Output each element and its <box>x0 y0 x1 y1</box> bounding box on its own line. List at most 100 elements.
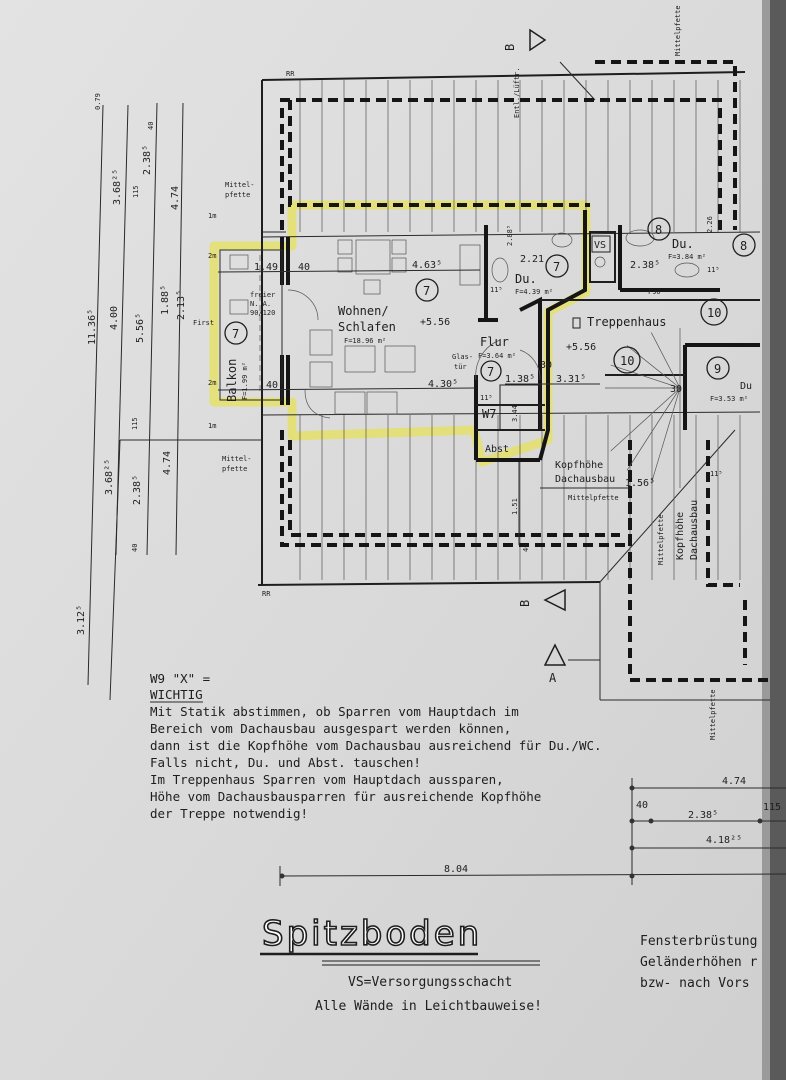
room-area-balkon: F=1.99 m² <box>241 362 249 400</box>
room-number-circle <box>545 254 569 278</box>
dim-text: 3.68²⁵ <box>112 169 123 205</box>
room-name-du9: Du <box>740 381 752 392</box>
mittelpfette-label: Mittelpfette <box>568 494 619 502</box>
plan-dimensions: 1.49 40 40 4.63⁵ 4.30⁵ 2.88⁵ 2.21 11⁵ 1.… <box>208 212 723 552</box>
dim-text: 2.38⁵ <box>142 145 153 175</box>
window-label-2: N. A. <box>250 300 271 308</box>
legend-line-2: Alle Wände in Leichtbauweise! <box>315 999 542 1014</box>
stair-tread <box>610 387 681 452</box>
dim-text: 115 <box>763 802 781 813</box>
dim-text: 40 <box>298 262 310 273</box>
dim-text: 1m <box>208 422 216 430</box>
entl-label: Entl./Lüftr. <box>513 67 521 118</box>
door-label-2: tür <box>454 363 467 371</box>
room-number-circle <box>480 360 502 382</box>
rr-label-2: RR <box>262 590 271 598</box>
room-name-treppenhaus: Treppenhaus <box>587 315 666 329</box>
dim-text: 30 <box>540 360 552 371</box>
room-number-balkon: 7 <box>232 327 239 341</box>
side-note-line-3: bzw- nach Vors <box>640 976 750 991</box>
dim-text: 40 <box>266 380 278 391</box>
mittelpfette-d: pfette <box>222 465 247 473</box>
stair-tread <box>650 387 681 484</box>
balcony-outline <box>219 249 283 401</box>
mittelpfette-a: Mittel- <box>225 181 255 189</box>
side-note-line-1: Fensterbrüstung <box>640 934 757 949</box>
room-name-balkon: Balkon <box>225 359 239 402</box>
section-arrow-b-top <box>529 28 547 52</box>
dim-text: 2.21 <box>520 254 544 265</box>
section-arrow-b-bottom <box>543 588 566 612</box>
kopfhoehe-label-3: Kopfhöhe <box>675 512 686 560</box>
legend-line-1: VS=Versorgungsschacht <box>348 975 512 990</box>
note-line: Im Treppenhaus Sparren vom Hauptdach aus… <box>150 772 504 787</box>
note-line: dann ist die Kopfhöhe vom Dachausbau aus… <box>150 738 602 753</box>
rr-label: RR <box>286 70 295 78</box>
room-number-circle <box>732 233 756 257</box>
room-number-circle <box>224 321 248 345</box>
side-note-line-2: Geländerhöhen r <box>640 955 758 970</box>
stair-tread <box>626 345 681 389</box>
mittelpfette-label-2: Mittelpfette <box>657 514 665 565</box>
room-labels: Wohnen/ Schlafen F=18.96 m² +5.56 7 Balk… <box>193 5 756 740</box>
room-name-schlafen: Schlafen <box>338 320 396 334</box>
dim-text: 4.30⁵ <box>428 379 458 390</box>
room-number-treppenhaus: 10 <box>707 306 721 320</box>
room-name-du7: Du. <box>515 272 537 286</box>
dim-text: 4.74 <box>162 451 173 475</box>
dim-text: 4.18²⁵ <box>706 835 742 846</box>
room-number-circle <box>415 278 439 302</box>
dim-text: 4.74 <box>170 186 181 210</box>
dim-text: 3.12⁵ <box>76 605 87 635</box>
drawing-title: Spitzboden <box>262 914 482 954</box>
room-number-8b: 8 <box>740 239 747 253</box>
binder-edge-shadow <box>762 0 770 1080</box>
room-number-circle <box>647 217 671 241</box>
dim-text: 2.38⁵ <box>630 260 660 271</box>
note-line: Falls nicht, Du. und Abst. tauschen! <box>150 755 421 770</box>
dim-text: 2m <box>208 252 216 260</box>
dim-text: 40 <box>131 544 139 552</box>
dim-text: 3.44 <box>511 405 519 422</box>
dim-text: 40 <box>636 800 648 811</box>
dim-text: 11⁵ <box>490 286 503 294</box>
section-markers: B B A <box>503 28 600 685</box>
staircase <box>605 328 681 488</box>
room-number-du7: 7 <box>553 260 560 274</box>
interior-walls <box>280 210 760 462</box>
rafters <box>299 80 741 580</box>
room-area-du9: F=3.53 m² <box>710 395 748 403</box>
room-area-du7: F=4.39 m² <box>515 288 553 296</box>
binder-edge <box>770 0 786 1080</box>
left-dimension-chains: 11.36⁵ 3.12⁵ 3.68²⁵ 4.00 3.68²⁵ 40 2.38⁵… <box>76 93 187 686</box>
room-area-flur: F=3.64 m² <box>478 352 516 360</box>
dormer-walls <box>280 60 770 682</box>
room-number-wohnen: 7 <box>423 284 430 298</box>
dim-text: 4.63⁵ <box>412 260 442 271</box>
room-name-flur: Flur <box>480 335 509 349</box>
dim-text: 11.36⁵ <box>87 309 98 345</box>
level-treppenhaus: +5.56 <box>566 342 596 353</box>
room-number-circle <box>613 346 641 374</box>
dim-text: 2.38⁵ <box>132 475 143 505</box>
dim-text: 4.74 <box>722 776 746 787</box>
stair-tread <box>626 387 681 471</box>
door-label-1: Glas- <box>452 353 473 361</box>
dim-text: 40 <box>147 122 155 130</box>
dim-text: 3.31⁵ <box>556 374 586 385</box>
dim-text: 1.88⁵ <box>160 285 171 315</box>
room-number-circle <box>706 356 730 380</box>
stair-tread <box>610 364 681 389</box>
dim-text: 11⁵ <box>480 394 493 402</box>
dim-text: 1.51 <box>511 498 519 515</box>
section-label-b-bottom: B <box>518 600 532 607</box>
section-label-b-top: B <box>503 44 517 51</box>
room-name-du8: Du. <box>672 237 694 251</box>
title-block: Spitzboden VS=Versorgungsschacht Alle Wä… <box>260 913 758 1014</box>
dim-text: 1m <box>208 212 216 220</box>
dim-text: 2.13⁵ <box>176 290 187 320</box>
section-label-a: A <box>549 671 557 685</box>
shaft-symbol <box>572 317 581 329</box>
